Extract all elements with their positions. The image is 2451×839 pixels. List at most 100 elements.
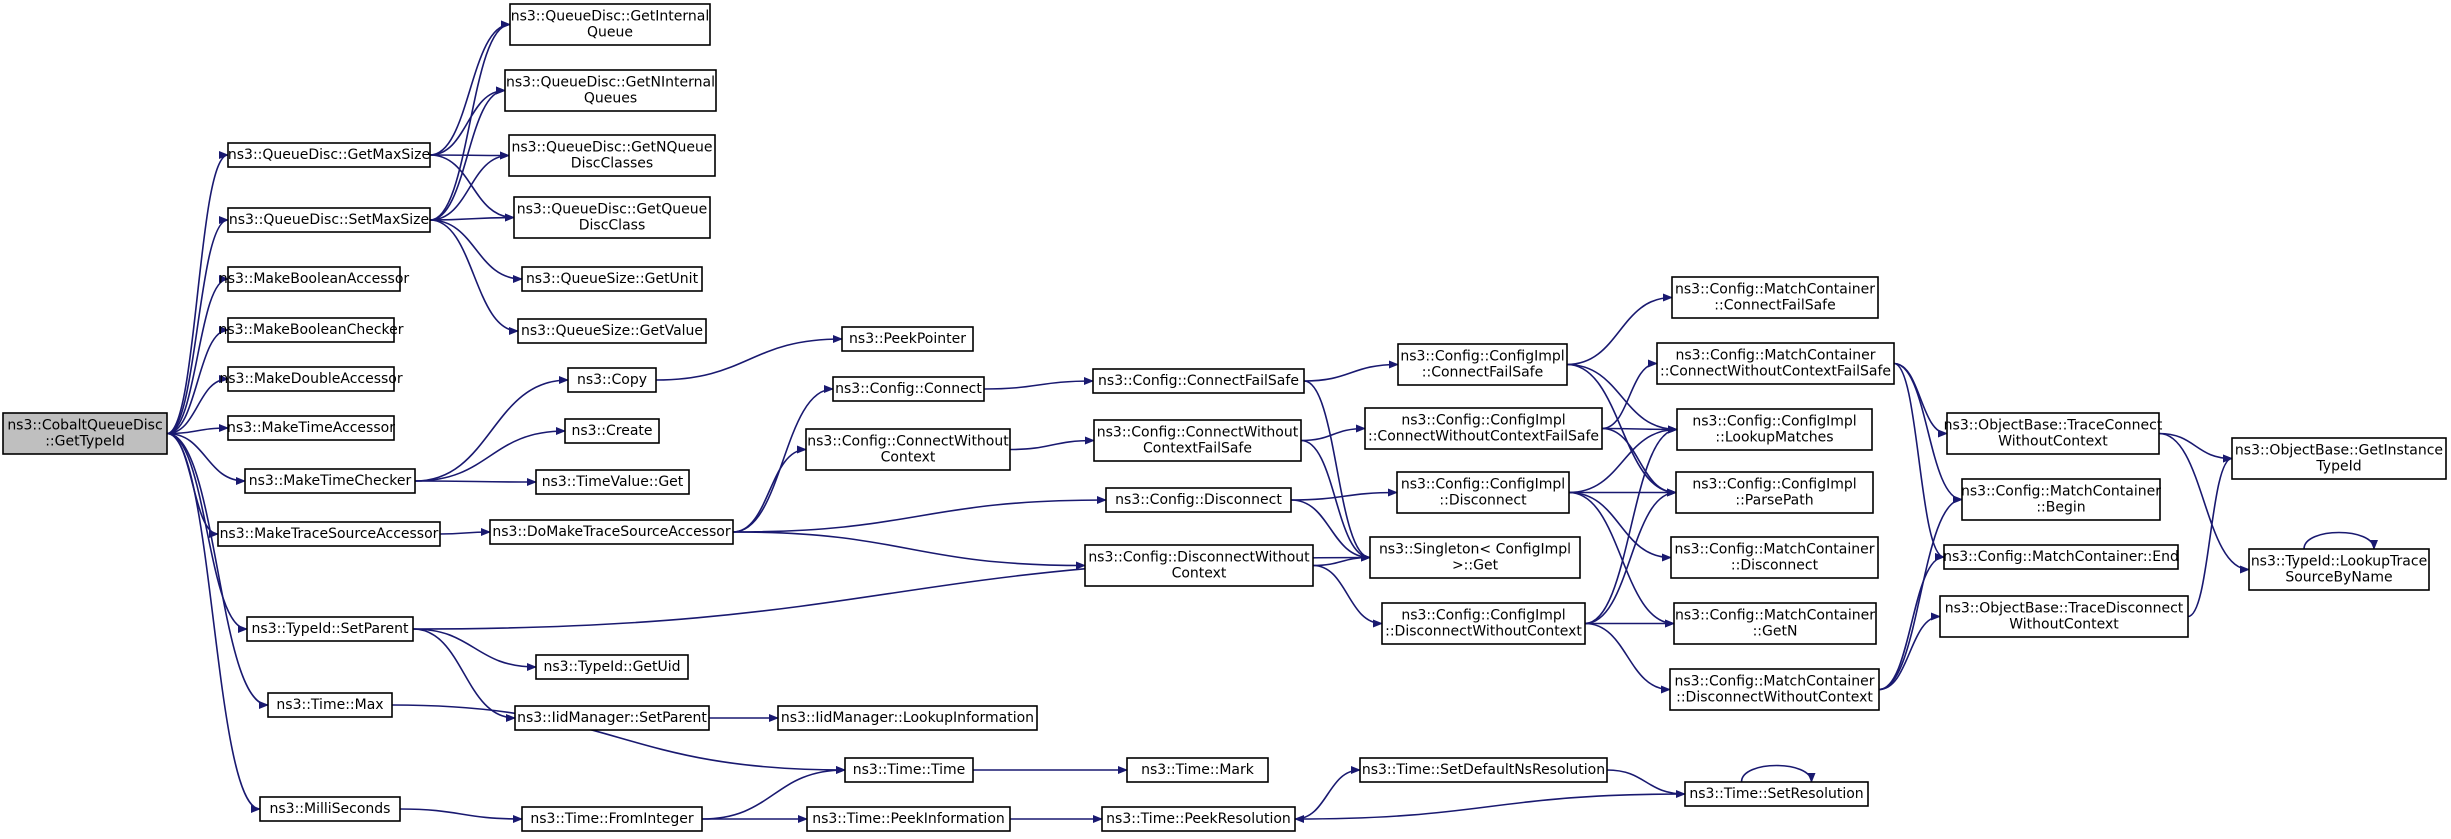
node-box [521,806,703,832]
node-ns3-makebooleanchecker[interactable]: ns3::MakeBooleanChecker [218,317,404,343]
node-ns3-typeid-getuid[interactable]: ns3::TypeId::GetUid [535,654,689,680]
node-ns3-typeid-setparent[interactable]: ns3::TypeId::SetParent [246,616,414,642]
node-ns3-config-matchcontainer-disconnect[interactable]: ns3::Config::MatchContainer::Disconnect [1670,536,1879,579]
node-ns3-time-time[interactable]: ns3::Time::Time [844,757,974,783]
node-ns3-config-configimpl-lookupmatches[interactable]: ns3::Config::ConfigImpl::LookupMatches [1676,408,1873,451]
node-ns3-config-configimpl-parsepath[interactable]: ns3::Config::ConfigImpl::ParsePath [1675,471,1874,514]
node-ns3-timevalue-get[interactable]: ns3::TimeValue::Get [535,469,690,495]
node-ns3-time-mark[interactable]: ns3::Time::Mark [1126,757,1269,783]
node-ns3-config-matchcontainer-connectfailsafe[interactable]: ns3::Config::MatchContainer::ConnectFail… [1671,276,1879,319]
node-label: ns3::Config::ConfigImpl [1401,477,1565,493]
node-ns3-config-configimpl-connectfailsafe[interactable]: ns3::Config::ConfigImpl::ConnectFailSafe [1397,343,1568,386]
node-label: ns3::Time::Max [276,697,383,713]
node-label: ns3::MakeTraceSourceAccessor [220,526,439,542]
node-label: ::ConnectFailSafe [1422,365,1543,381]
node-ns3-time-peekinformation[interactable]: ns3::Time::PeekInformation [806,806,1011,832]
node-ns3-time-peekresolution[interactable]: ns3::Time::PeekResolution [1101,806,1296,832]
node-label: ns3::DoMakeTraceSourceAccessor [492,524,730,540]
edge-setmaxsize-to-getinternalqueue [429,20,511,221]
node-label: ns3::Config::MatchContainer [1675,282,1875,298]
node-ns3-config-configimpl-disconnect[interactable]: ns3::Config::ConfigImpl::Disconnect [1396,471,1570,514]
node-box [513,196,711,239]
node-ns3-objectbase-traceconnect-withoutcontext[interactable]: ns3::ObjectBase::TraceConnectWithoutCont… [1944,412,2163,455]
node-label: ns3::Config::Connect [835,381,982,397]
node-ns3-iidmanager-lookupinformation[interactable]: ns3::IidManager::LookupInformation [777,705,1038,731]
node-ns3-maketracesourceaccessor[interactable]: ns3::MakeTraceSourceAccessor [217,521,441,547]
edge-setmaxsize-to-getqueuediscclass [429,213,515,222]
node-ns3-config-matchcontainer-connectwithoutcontextfailsafe[interactable]: ns3::Config::MatchContainer::ConnectWith… [1656,342,1895,385]
node-ns3-create[interactable]: ns3::Create [564,418,660,444]
node-ns3-config-configimpl-disconnectwithoutcontext[interactable]: ns3::Config::ConfigImpl::DisconnectWitho… [1381,602,1586,645]
edge-setmaxsize-to-queuesizegetvalue [429,219,519,335]
node-box [259,796,401,822]
node-label: ns3::Time::SetResolution [1689,786,1863,802]
node-ns3-milliseconds[interactable]: ns3::MilliSeconds [259,796,401,822]
edge-setmaxsize-to-getnqueuediscclasses [429,151,510,221]
node-ns3-config-matchcontainer-begin[interactable]: ns3::Config::MatchContainer::Begin [1961,478,2161,521]
edge-configconnect-to-configconnectfs [983,377,1094,390]
edge-root-to-setmaxsize [166,216,229,435]
node-box [227,266,401,292]
node-ns3-config-matchcontainer-getn[interactable]: ns3::Config::MatchContainer::GetN [1673,602,1877,645]
node-ns3-singleton-configimpl-get[interactable]: ns3::Singleton< ConfigImpl>::Get [1369,536,1581,579]
node-ns3-peekpointer[interactable]: ns3::PeekPointer [841,326,974,352]
node-box [267,692,393,718]
node-ns3-copy[interactable]: ns3::Copy [567,367,657,393]
edge-impldisconnectwoctx-to-impllookupmatches [1584,425,1678,625]
edge-impldisconnect-to-mcdisconnect [1568,491,1672,562]
node-ns3-makebooleanaccessor[interactable]: ns3::MakeBooleanAccessor [219,266,410,292]
node-box [1671,276,1879,319]
node-ns3-config-connect[interactable]: ns3::Config::Connect [832,376,985,402]
node-label: Context [1172,566,1227,582]
node-ns3-domaketracesourceaccessor[interactable]: ns3::DoMakeTraceSourceAccessor [489,519,734,545]
node-ns3-time-setdefaultnsresolution[interactable]: ns3::Time::SetDefaultNsResolution [1359,757,1608,783]
node-ns3-config-matchcontainer-disconnectwithoutcontext[interactable]: ns3::Config::MatchContainer::DisconnectW… [1669,668,1880,711]
node-label: ::GetTypeId [45,434,125,450]
edge-maketimechk-to-timevalueget [414,477,537,486]
node-ns3-time-setresolution[interactable]: ns3::Time::SetResolution [1684,781,1869,807]
node-ns3-config-configimpl-connectwithoutcontextfailsafe[interactable]: ns3::Config::ConfigImpl::ConnectWithoutC… [1364,407,1603,450]
node-label: >::Get [1452,558,1499,574]
node-ns3-config-connectwithout-contextfailsafe[interactable]: ns3::Config::ConnectWithoutContextFailSa… [1093,419,1302,462]
edge-timesetres-to-timepeekres [1294,793,1686,823]
node-box [227,142,431,168]
edge-root-to-makeboolchk [166,326,229,435]
node-ns3-maketimechecker[interactable]: ns3::MakeTimeChecker [244,468,416,494]
edge-maketimechk-to-create [414,427,566,482]
node-ns3-maketimeaccessor[interactable]: ns3::MakeTimeAccessor [227,415,395,441]
node-ns3-config-disconnectwithout-context[interactable]: ns3::Config::DisconnectWithoutContext [1084,544,1314,587]
node-ns3-config-disconnect[interactable]: ns3::Config::Disconnect [1105,487,1292,513]
node-ns3-makedoubleaccessor[interactable]: ns3::MakeDoubleAccessor [219,366,403,392]
node-label: ns3::Config::MatchContainer [1675,674,1875,690]
node-ns3-time-frominteger[interactable]: ns3::Time::FromInteger [521,806,703,832]
edge-getmaxsize-to-getnqueuediscclasses [429,151,510,160]
node-label: ns3::Config::Disconnect [1115,492,1282,508]
node-label: ::ConnectFailSafe [1714,298,1835,314]
edge-typeidsetparent-to-typeidgetuid [412,628,537,671]
edge-root-to-typeidsetparent [166,432,248,633]
edge-setmaxsize-to-queuesizegetunit [429,219,523,283]
node-box [777,705,1038,731]
edge-root-to-milliseconds [166,432,261,813]
node-ns3-queuedisc-getmaxsize[interactable]: ns3::QueueDisc::GetMaxSize [227,142,431,168]
node-ns3-config-matchcontainer-end[interactable]: ns3::Config::MatchContainer::End [1943,544,2179,570]
node-ns3-iidmanager-setparent[interactable]: ns3::IidManager::SetParent [514,705,710,731]
node-ns3-config-connectfailsafe[interactable]: ns3::Config::ConnectFailSafe [1092,368,1305,394]
node-ns3-cobaltqueuedisc-gettypeid[interactable]: ns3::CobaltQueueDisc::GetTypeId [2,412,168,455]
node-ns3-queuesize-getvalue[interactable]: ns3::QueueSize::GetValue [517,318,707,344]
node-ns3-objectbase-tracedisconnect-withoutcontext[interactable]: ns3::ObjectBase::TraceDisconnectWithoutC… [1939,595,2189,638]
node-ns3-config-connectwithout-context[interactable]: ns3::Config::ConnectWithoutContext [805,428,1011,471]
node-label: ns3::IidManager::SetParent [517,710,707,726]
edge-copy-to-peekpointer [655,335,843,381]
node-box [1673,602,1877,645]
node-ns3-time-max[interactable]: ns3::Time::Max [267,692,393,718]
node-ns3-queuesize-getunit[interactable]: ns3::QueueSize::GetUnit [521,266,703,292]
node-label: ns3::ObjectBase::TraceConnect [1944,418,2163,434]
node-ns3-queuedisc-setmaxsize[interactable]: ns3::QueueDisc::SetMaxSize [227,207,431,233]
